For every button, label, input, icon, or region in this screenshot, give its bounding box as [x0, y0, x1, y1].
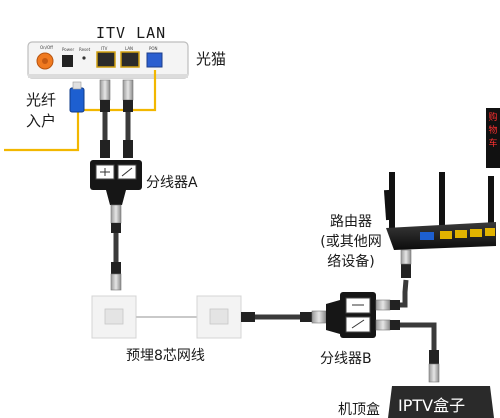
modem-label: 光猫 [196, 50, 227, 68]
splitter-b-label: 分线器B [320, 351, 372, 367]
side-ad-badge[interactable]: 购 物 车 [486, 108, 500, 168]
splitter-a [90, 160, 142, 205]
splitter-b-to-router-cable [375, 249, 412, 311]
fiber-connector [69, 87, 85, 113]
iptv-box [388, 386, 494, 418]
reset-text: Reset [79, 47, 91, 52]
plate-to-splitter-b-cable [241, 310, 327, 324]
wall-plate-left [91, 295, 137, 339]
side-ad-char-2: 物 [488, 126, 498, 136]
itv-port-text: ITV [101, 46, 108, 51]
lan-port-text: LAN [125, 46, 133, 51]
router-label-line3: 络设备) [327, 254, 375, 270]
fiber-label: 光纤 入户 [26, 90, 62, 132]
optical-modem: On/Off Power Reset ITV LAN PON [27, 41, 189, 79]
wall-plate-right [196, 295, 242, 339]
fiber-label-line2: 入户 [26, 112, 57, 130]
pon-port [146, 52, 163, 68]
router-label: 路由器 (或其他网 络设备) [316, 212, 386, 272]
pon-port-text: PON [149, 46, 158, 51]
router [383, 172, 496, 250]
power-jack [62, 55, 73, 67]
on-off-text: On/Off [40, 45, 53, 50]
cable-label: 预埋8芯网线 [126, 348, 205, 364]
splitter-a-label: 分线器A [146, 175, 198, 191]
splitter-b-to-iptv-cable [375, 319, 440, 383]
itv-lan-label: ITV LAN [96, 24, 167, 42]
fiber-label-line1: 光纤 [26, 91, 57, 109]
itv-port [96, 51, 116, 68]
splitter-a-downlink [110, 204, 122, 291]
set-top-box-label: 机顶盒 [338, 402, 380, 418]
lan-port [120, 51, 140, 68]
power-text: Power [62, 47, 74, 52]
splitter-b [326, 292, 376, 338]
side-ad-char-1: 购 [488, 113, 498, 123]
router-label-line2: (或其他网 [320, 234, 382, 250]
iptv-box-label: IPTV盒子 [398, 396, 466, 415]
reset-hole [82, 56, 86, 60]
side-ad-char-3: 车 [488, 139, 498, 149]
modem-patch-cables [99, 79, 134, 158]
fiber-cable [4, 70, 157, 152]
router-label-line1: 路由器 [330, 214, 372, 230]
